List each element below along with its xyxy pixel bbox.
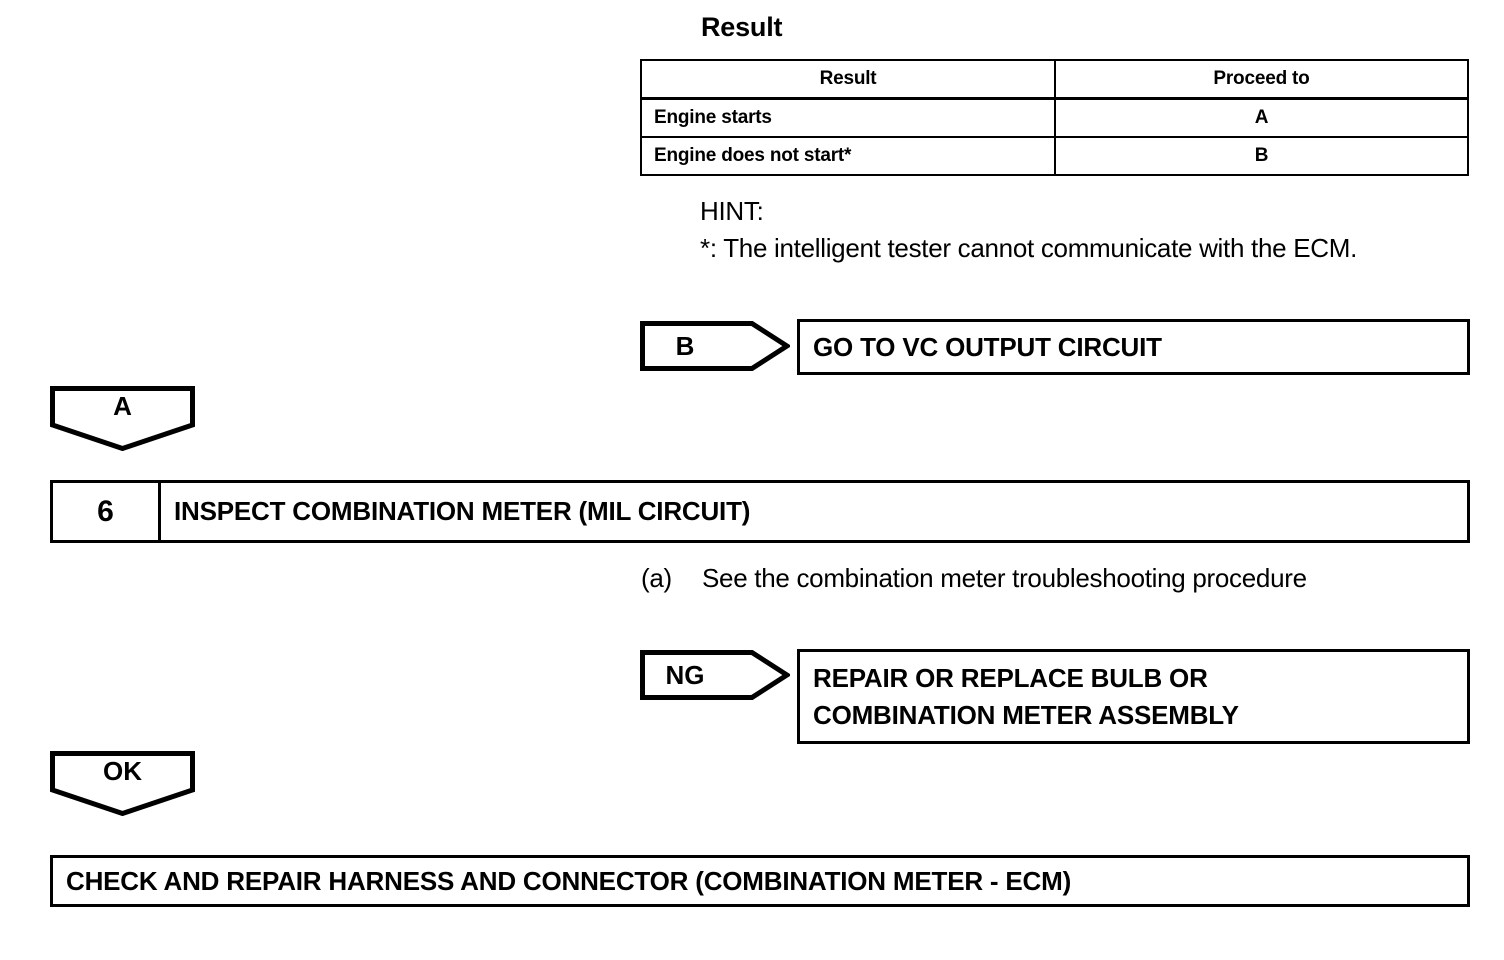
arrow-right-icon	[640, 321, 790, 371]
cell-proceed-to: B	[1054, 136, 1469, 176]
action-line-2: COMBINATION METER ASSEMBLY	[813, 699, 1239, 730]
branch-tag-b-label: B	[675, 330, 695, 361]
step-title: INSPECT COMBINATION METER (MIL CIRCUIT)	[174, 496, 751, 526]
action-box-repair-or-replace: REPAIR OR REPLACE BULB OR COMBINATION ME…	[797, 649, 1470, 744]
arrow-right-icon	[640, 650, 790, 700]
connector-tag-ok-label: OK	[103, 755, 142, 786]
column-header-result: Result	[640, 59, 1056, 100]
action-box-goto-vc-output-circuit: GO TO VC OUTPUT CIRCUIT	[797, 319, 1470, 375]
connector-tag-a-label: A	[113, 390, 132, 421]
branch-tag-ng-label: NG	[665, 659, 705, 690]
connector-tag-ok: OK	[50, 751, 195, 816]
action-box-check-and-repair-harness: CHECK AND REPAIR HARNESS AND CONNECTOR (…	[50, 855, 1470, 907]
step-number: 6	[53, 483, 161, 540]
table-row: Engine starts A	[640, 97, 1469, 138]
arrow-down-icon	[50, 751, 195, 816]
hint-label: HINT:	[700, 196, 764, 226]
step-note-marker: (a)	[641, 563, 672, 593]
hint-text: *: The intelligent tester cannot communi…	[700, 233, 1358, 263]
step-box-6: 6 INSPECT COMBINATION METER (MIL CIRCUIT…	[50, 480, 1470, 543]
step-note: (a) See the combination meter troubleshoo…	[641, 562, 1481, 594]
branch-tag-ng: NG	[640, 650, 790, 700]
connector-tag-a: A	[50, 386, 195, 451]
action-line-1: REPAIR OR REPLACE BULB OR	[813, 662, 1208, 693]
step-note-text: See the combination meter troubleshootin…	[702, 563, 1307, 593]
cell-proceed-to: A	[1054, 97, 1469, 138]
table-header-row: Result Proceed to	[640, 59, 1469, 100]
cell-result: Engine starts	[640, 97, 1056, 138]
hint-block: HINT: *: The intelligent tester cannot c…	[700, 193, 1430, 267]
arrow-down-icon	[50, 386, 195, 451]
result-table: Result Proceed to Engine starts A Engine…	[640, 59, 1469, 176]
cell-result: Engine does not start*	[640, 136, 1056, 176]
column-header-proceed-to: Proceed to	[1054, 59, 1469, 100]
page-title: Result	[701, 12, 783, 42]
table-row: Engine does not start* B	[640, 136, 1469, 176]
branch-tag-b: B	[640, 321, 790, 371]
